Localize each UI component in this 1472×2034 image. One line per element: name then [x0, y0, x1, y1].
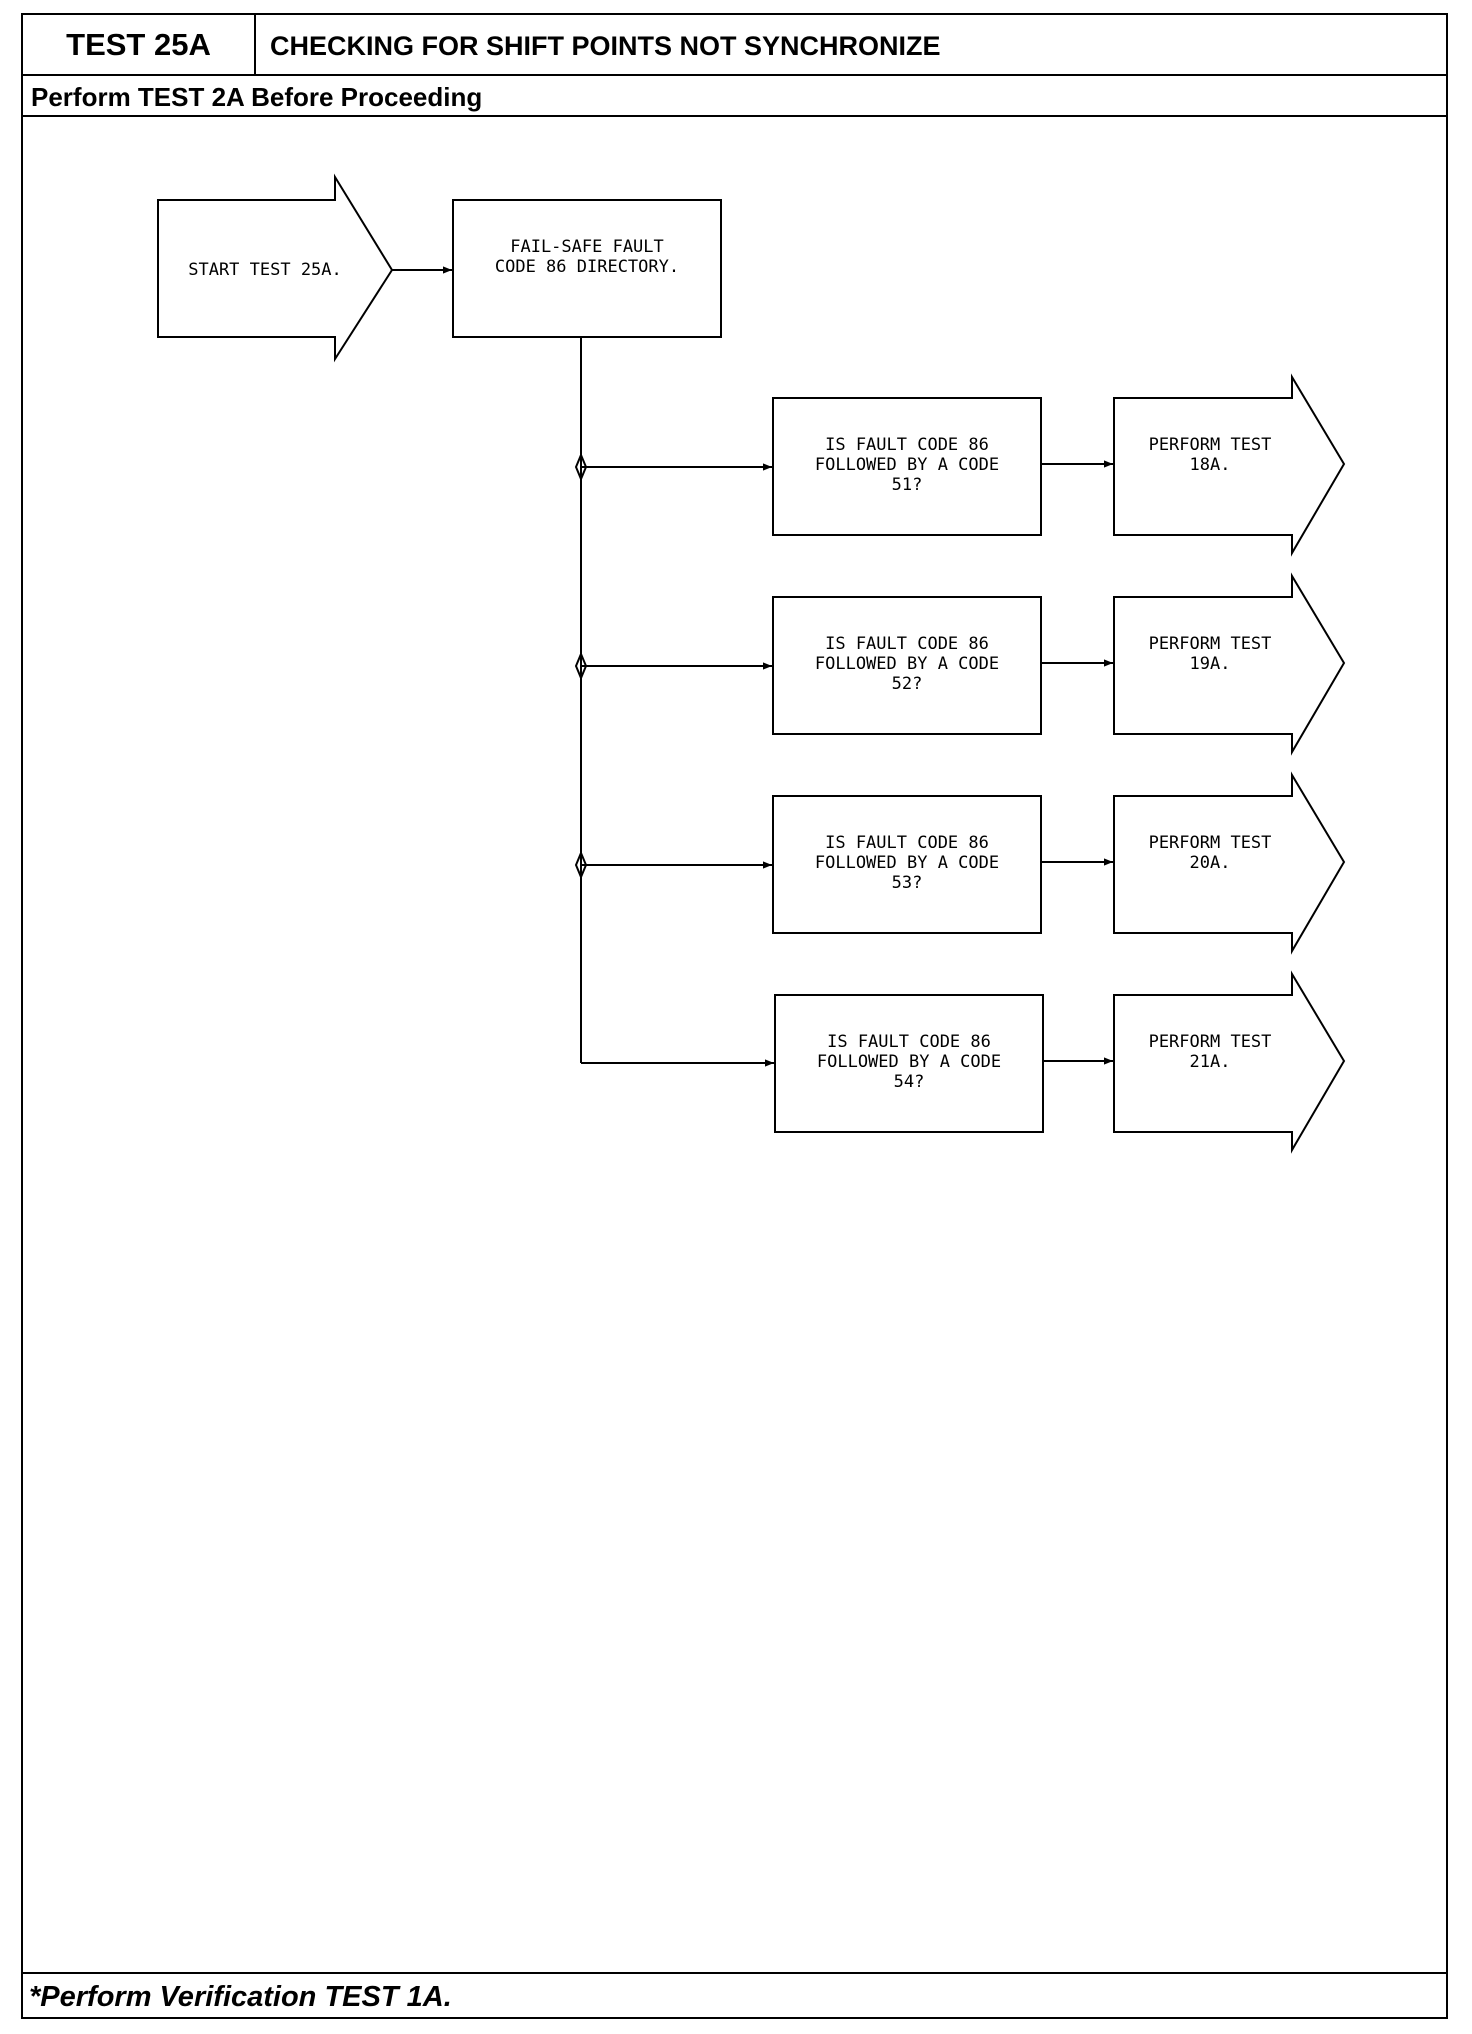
- result-line1: PERFORM TEST: [1149, 634, 1272, 654]
- question-box: [774, 994, 1044, 1133]
- result-arrow-shape: [1113, 572, 1346, 756]
- question-line2: FOLLOWED BY A CODE: [817, 1052, 1001, 1072]
- result-arrow-shape: [1113, 771, 1346, 955]
- branch-code-53: IS FAULT CODE 86 FOLLOWED BY A CODE 53? …: [574, 771, 1346, 955]
- directory-label-line1: FAIL-SAFE FAULT: [510, 237, 664, 257]
- question-line1: IS FAULT CODE 86: [827, 1032, 991, 1052]
- question-line3: 51?: [892, 475, 923, 495]
- branch-junction: [574, 651, 588, 681]
- start-label: START TEST 25A.: [188, 260, 342, 280]
- test-title: CHECKING FOR SHIFT POINTS NOT SYNCHRONIZ…: [270, 31, 941, 61]
- question-line3: 53?: [892, 873, 923, 893]
- verification-note: *Perform Verification TEST 1A.: [29, 1981, 452, 2013]
- branch-junction: [574, 452, 588, 482]
- question-line1: IS FAULT CODE 86: [825, 435, 989, 455]
- result-line1: PERFORM TEST: [1149, 1032, 1272, 1052]
- page-frame: TEST 25A CHECKING FOR SHIFT POINTS NOT S…: [21, 13, 1448, 2019]
- start-node: START TEST 25A.: [157, 173, 394, 363]
- result-line2: 20A.: [1190, 853, 1231, 873]
- question-line3: 52?: [892, 674, 923, 694]
- branch-code-52: IS FAULT CODE 86 FOLLOWED BY A CODE 52? …: [574, 572, 1346, 756]
- prerequisite-note: Perform TEST 2A Before Proceeding: [31, 82, 483, 112]
- directory-node: FAIL-SAFE FAULT CODE 86 DIRECTORY.: [452, 199, 722, 338]
- result-arrow-shape: [1113, 373, 1346, 557]
- header-divider-bottom: [23, 115, 1446, 117]
- question-line3: 54?: [894, 1072, 925, 1092]
- result-line2: 21A.: [1190, 1052, 1231, 1072]
- result-line2: 19A.: [1190, 654, 1231, 674]
- directory-box: [452, 199, 722, 338]
- branch-code-51: IS FAULT CODE 86 FOLLOWED BY A CODE 51? …: [574, 373, 1346, 557]
- test-id: TEST 25A: [23, 15, 256, 74]
- question-line1: IS FAULT CODE 86: [825, 634, 989, 654]
- result-arrow-shape: [1113, 970, 1346, 1154]
- question-line2: FOLLOWED BY A CODE: [815, 853, 999, 873]
- branch-junction: [574, 850, 588, 880]
- result-line1: PERFORM TEST: [1149, 435, 1272, 455]
- question-line1: IS FAULT CODE 86: [825, 833, 989, 853]
- question-line2: FOLLOWED BY A CODE: [815, 654, 999, 674]
- start-arrow-shape: [157, 173, 394, 363]
- question-box: [772, 397, 1042, 536]
- result-line1: PERFORM TEST: [1149, 833, 1272, 853]
- question-line2: FOLLOWED BY A CODE: [815, 455, 999, 475]
- branch-code-54: IS FAULT CODE 86 FOLLOWED BY A CODE 54? …: [581, 970, 1346, 1154]
- header-divider: [23, 74, 1446, 76]
- question-box: [772, 596, 1042, 735]
- question-box: [772, 795, 1042, 934]
- directory-label-line2: CODE 86 DIRECTORY.: [495, 257, 679, 277]
- footer-divider: [23, 1972, 1446, 1974]
- result-line2: 18A.: [1190, 455, 1231, 475]
